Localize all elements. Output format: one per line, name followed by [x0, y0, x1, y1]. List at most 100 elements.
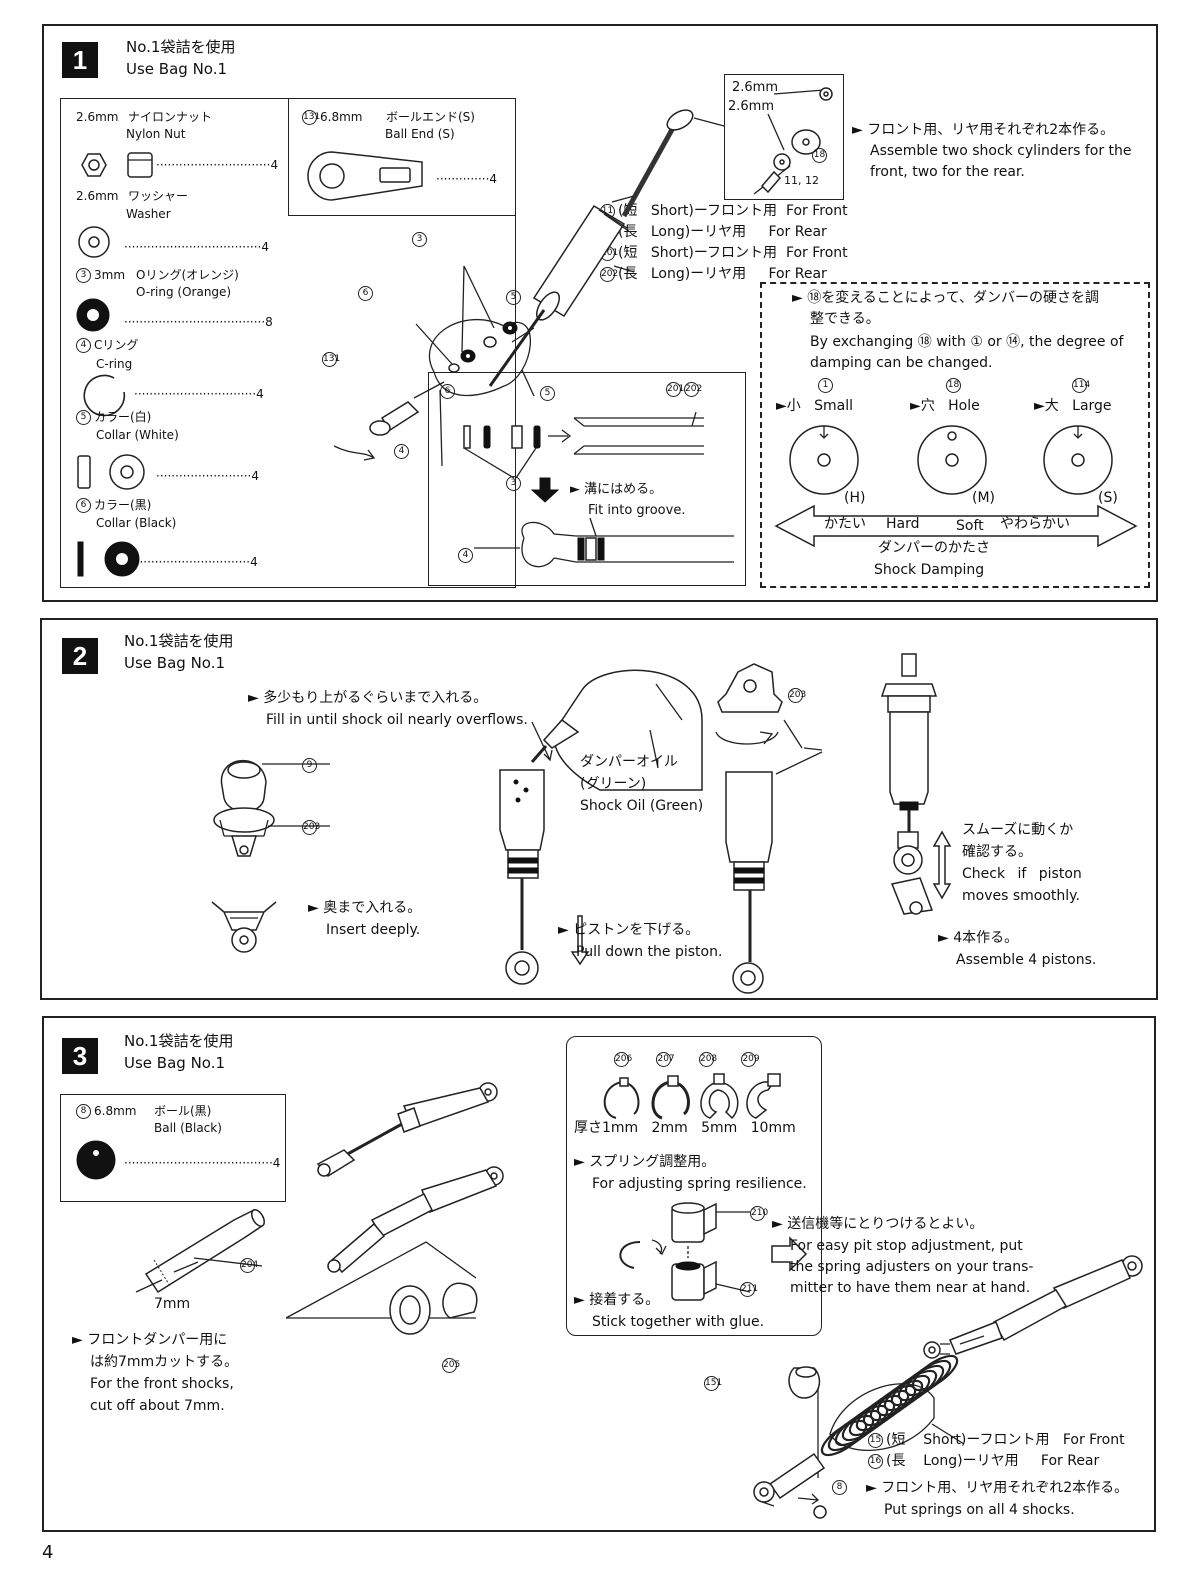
soft-en: Soft: [956, 518, 984, 534]
ball-black-box: [60, 1094, 286, 1202]
adjust-jp: ► スプリング調整用。: [574, 1154, 716, 1170]
cut-en-1: For the front shocks,: [90, 1376, 234, 1392]
adjust-en: For adjusting spring resilience.: [592, 1176, 807, 1192]
piston-small-code: (H): [844, 490, 866, 506]
pit-en-3: mitter to have them near at hand.: [790, 1280, 1031, 1296]
cut-jp-1: ► フロントダンパー用に: [72, 1332, 228, 1348]
fill-jp: ► 多少もり上がるぐらいまで入れる。: [248, 690, 488, 706]
ball-black-icon: [76, 1140, 116, 1180]
damping-en-1: By exchanging ⑱ with ① or ⑭, the degree …: [810, 334, 1124, 350]
part-oring-en: O-ring (Orange): [136, 285, 232, 299]
step-1-bag-en: Use Bag No.1: [126, 60, 228, 78]
spacer-sizes: 厚さ1mm 2mm 5mm 10mm: [574, 1120, 796, 1136]
ref-151: 151: [704, 1376, 722, 1391]
oil-jp-1: ダンパーオイル: [580, 754, 678, 770]
spring-coil: [911, 1354, 959, 1392]
springs-jp: ► フロント用、リヤ用それぞれ2本作る。: [866, 1480, 1129, 1496]
part-nylon-nut-size: 2.6mm: [76, 110, 119, 124]
detail-size-1: 2.6mm: [732, 80, 779, 95]
callout-4: 4: [394, 444, 412, 459]
callout-131: 131: [322, 352, 340, 367]
spacer-parallel-outline: [285, 1241, 477, 1319]
detail-size-2: 2.6mm: [728, 99, 775, 114]
collar-white-icon: [77, 454, 145, 490]
detail-ref-18: 18: [812, 148, 830, 163]
damping-en-2: damping can be changed.: [810, 355, 993, 371]
hard-en: Hard: [886, 516, 920, 532]
pit-jp: ► 送信機等にとりつけるとよい。: [772, 1216, 984, 1232]
spacer-clips-drawing: [603, 1073, 781, 1120]
step-1-number: 1: [62, 42, 98, 78]
piston-large-ref: 114: [1072, 378, 1090, 393]
callout-5: 5: [506, 290, 524, 305]
ball-end-icon: [307, 151, 423, 201]
cut-length-label: 7mm: [154, 1296, 191, 1312]
piston-hole-label: ►穴 Hole: [910, 398, 980, 414]
oil-jp-2: (グリーン): [580, 776, 647, 792]
variant-11: 11(短 Short)ーフロント用 For Front: [600, 203, 848, 219]
springs-en: Put springs on all 4 shocks.: [884, 1502, 1075, 1518]
ref-210: 210: [750, 1206, 768, 1221]
groove-callout-4: 4: [458, 548, 476, 563]
piston-discs-drawing: [789, 425, 1113, 495]
cut-jp-2: は約7mmカットする。: [90, 1354, 239, 1370]
ref-205: 205: [442, 1358, 460, 1373]
pit-en-2: the spring adjusters on your trans-: [790, 1259, 1034, 1275]
shock-body-filled-drawing: [499, 721, 590, 985]
step-1-bag-jp: No.1袋詰を使用: [126, 38, 236, 56]
step-3-number: 3: [62, 1038, 98, 1074]
part-collar-white-en: Collar (White): [96, 428, 179, 442]
part-washer-size: 2.6mm: [76, 189, 119, 203]
shock-exploded-drawing: [333, 109, 725, 467]
detail-ref-11-12: 11, 12: [784, 174, 819, 187]
oil-bottle-drawing: [530, 669, 703, 791]
part-nylon-nut-en: Nylon Nut: [126, 127, 186, 141]
glue-en: Stick together with glue.: [592, 1314, 765, 1330]
damping-jp-1: ► ⑱を変えることによって、ダンバーの硬さを調: [792, 290, 1099, 306]
step-2-number: 2: [62, 638, 98, 674]
shock-body-cap-drawing: [715, 663, 823, 994]
step-2-bag-en: Use Bag No.1: [124, 654, 226, 672]
ref-8: 8: [832, 1480, 850, 1495]
piston-small-ref: 1: [818, 378, 836, 393]
damping-jp-2: 整できる。: [810, 311, 880, 327]
pull-jp: ► ピストンを下げる。: [558, 922, 700, 938]
oil-en: Shock Oil (Green): [580, 798, 704, 814]
shock-assembled-drawing: [880, 653, 938, 915]
soft-jp: やわらかい: [1000, 516, 1070, 532]
spacer-glue-drawing: [619, 1202, 808, 1301]
groove-detail-drawing: [463, 411, 734, 568]
cut-en-2: cut off about 7mm.: [90, 1398, 225, 1414]
collar-black-icon: [77, 541, 140, 577]
damping-box: [760, 282, 1150, 588]
step-1-note-en-2: front, two for the rear.: [870, 164, 1025, 180]
groove-callout-6: 6: [440, 384, 458, 399]
callout-3: 3: [412, 232, 430, 247]
spacer-refs: 206 207 208 209: [614, 1052, 760, 1067]
part-ball-end-jp: ボールエンド(S): [386, 110, 475, 124]
spring-assembly-drawing: [753, 1255, 1143, 1519]
part-collar-black-en: Collar (Black): [96, 516, 177, 530]
step-2-panel: 2 No.1袋詰を使用 Use Bag No.1 ► 多少もり上がるぐらいまで入…: [40, 618, 1158, 1000]
insert-en: Insert deeply.: [326, 922, 421, 938]
cut-shaft-drawing: [135, 1208, 265, 1294]
part-collar-white-qty: ·························4: [156, 469, 260, 483]
part-ball-end-qty: ··············4: [436, 172, 498, 186]
ball-end-box-divider: [288, 98, 516, 216]
ball-black-qty: ·······································4: [124, 1156, 281, 1170]
check-en-1: Check if piston: [962, 866, 1082, 882]
spring-15: 15(短 Short)ーフロント用 For Front: [868, 1432, 1125, 1448]
ball-black-jp: ボール(黒): [154, 1104, 212, 1118]
spacer-box: [566, 1036, 822, 1336]
insert-jp: ► 奥まで入れる。: [308, 900, 422, 916]
groove-callout-3: 3: [506, 476, 524, 491]
part-nylon-nut-qty: ······························4: [156, 158, 279, 172]
hard-soft-arrow: [774, 504, 1138, 548]
step-1-note-en-1: Assemble two shock cylinders for the: [870, 143, 1132, 159]
detail-assembly-drawing: [753, 87, 833, 195]
piston-large-code: (S): [1098, 490, 1118, 506]
